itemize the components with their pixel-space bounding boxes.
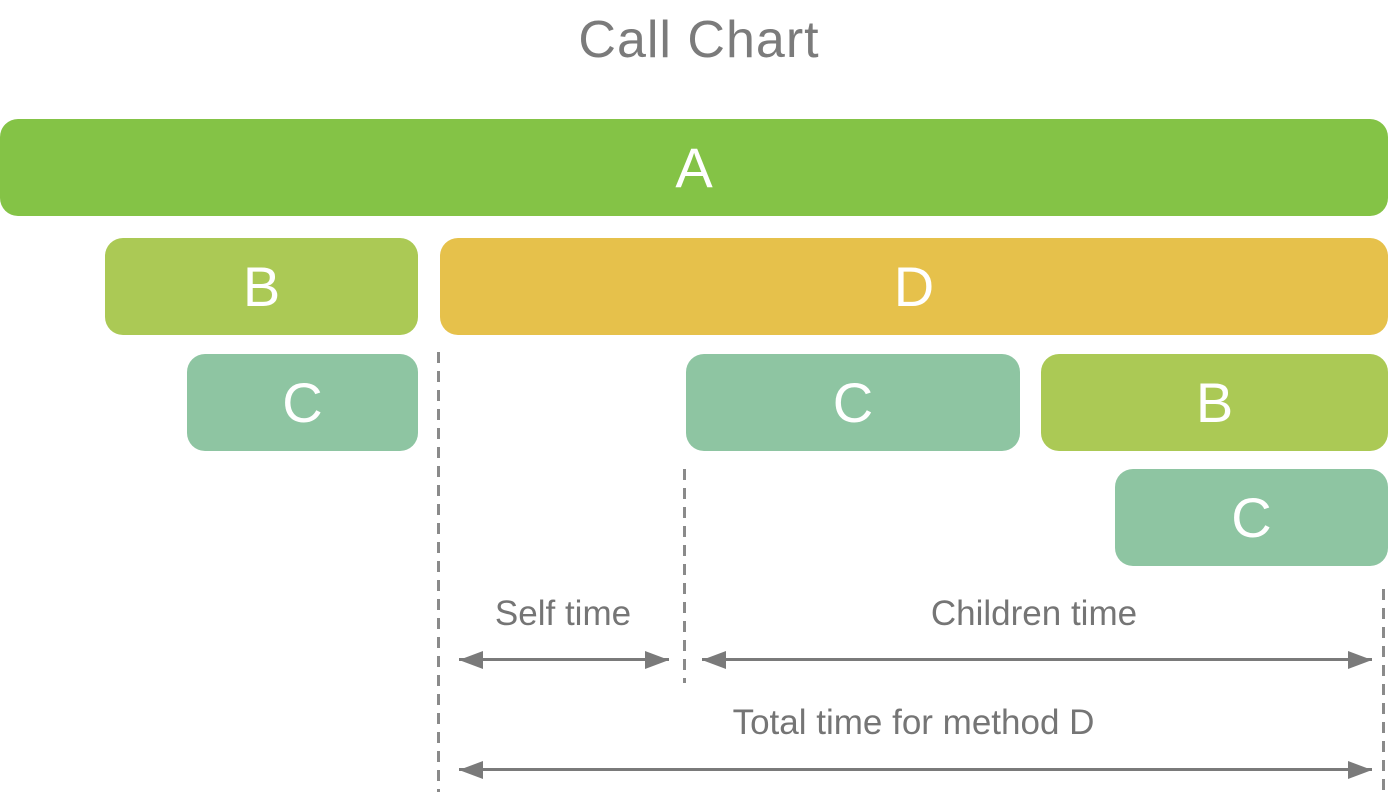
dashed-guide-line-d-end <box>1382 589 1385 797</box>
dashed-guide-line-children-start <box>683 469 686 683</box>
call-bar-method-d: D <box>440 238 1388 335</box>
dashed-guide-line-d-start <box>437 352 440 792</box>
call-bar-method-b-under-d: B <box>1041 354 1388 451</box>
self-time-label: Self time <box>494 594 632 633</box>
call-bar-method-b: B <box>105 238 418 335</box>
children-time-label: Children time <box>930 594 1138 633</box>
total-time-double-arrow <box>459 768 1372 771</box>
chart-title: Call Chart <box>578 11 820 69</box>
self-time-double-arrow <box>459 658 669 661</box>
children-time-double-arrow <box>702 658 1372 661</box>
total-time-label: Total time for method D <box>732 703 1095 742</box>
call-bar-method-a: A <box>0 119 1388 216</box>
call-bar-method-c-under-b2: C <box>1115 469 1388 566</box>
call-bar-method-c-under-b: C <box>187 354 418 451</box>
call-bar-method-c-under-d: C <box>686 354 1020 451</box>
